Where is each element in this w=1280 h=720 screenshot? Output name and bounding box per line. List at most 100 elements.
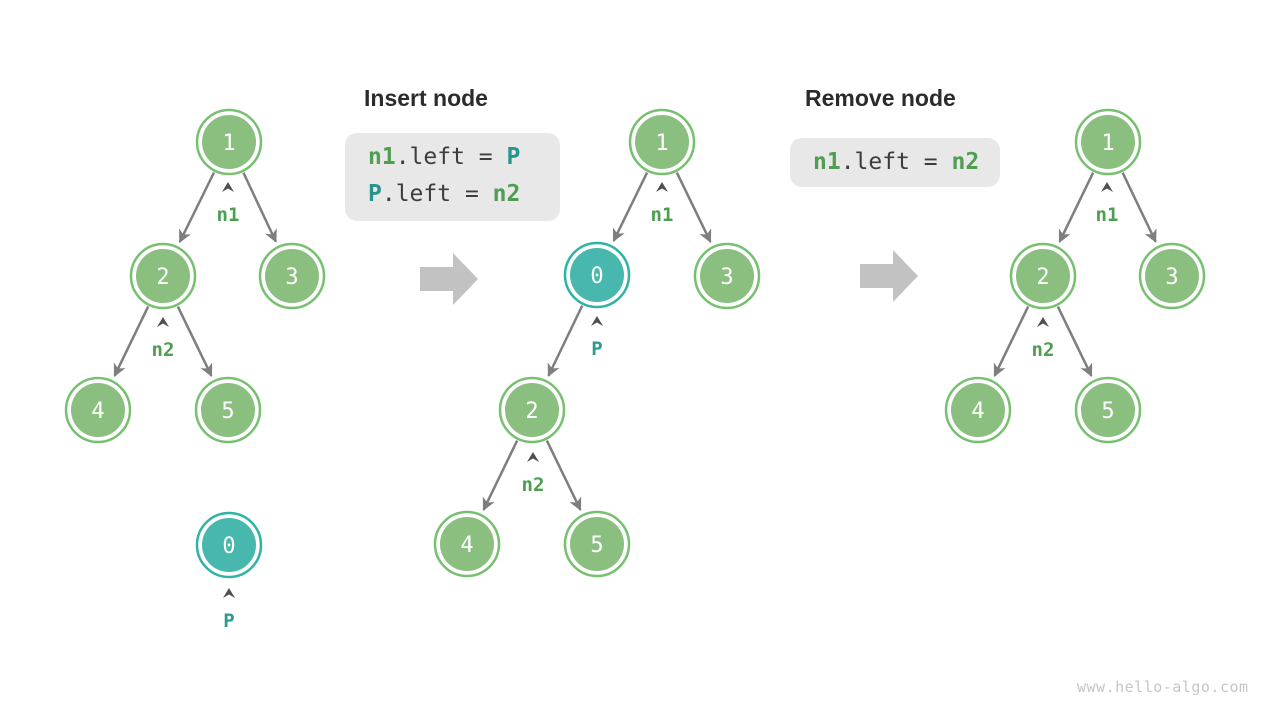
pointer: n2 xyxy=(1032,317,1055,361)
tree-node-value: 3 xyxy=(1165,265,1178,290)
node-fill xyxy=(635,115,689,169)
node-fill xyxy=(1145,249,1199,303)
tree-node-value: 3 xyxy=(720,265,733,290)
pointer-label: P xyxy=(223,610,234,632)
tree-node: 2 xyxy=(1009,242,1077,310)
code-line: n1.left = P xyxy=(368,139,560,176)
node-fill xyxy=(1016,249,1070,303)
pointer-label: n2 xyxy=(1032,339,1055,361)
tree-edge xyxy=(178,171,216,244)
tree-node: 1 xyxy=(195,108,263,176)
node-fill xyxy=(201,383,255,437)
tree-node: 5 xyxy=(563,510,631,578)
code-segment: .left = xyxy=(395,144,507,170)
code-segment: .left = xyxy=(381,181,493,207)
watermark: www.hello-algo.com xyxy=(1077,678,1249,696)
node-fill xyxy=(71,383,125,437)
tree-node-value: 0 xyxy=(590,264,603,289)
pointer-label: n1 xyxy=(651,204,674,226)
tree-edge xyxy=(675,172,712,243)
node-fill xyxy=(1081,115,1135,169)
code-segment: .left = xyxy=(840,149,952,175)
tree-edge xyxy=(545,440,582,511)
node-fill xyxy=(700,249,754,303)
tree-node: 1 xyxy=(628,108,696,176)
node-fill xyxy=(1081,383,1135,437)
tree-node-value: 0 xyxy=(222,534,235,559)
tree-node-value: 5 xyxy=(221,399,234,424)
tree-edge xyxy=(612,171,649,243)
pointer: n2 xyxy=(522,452,545,496)
tree-node: 4 xyxy=(944,376,1012,444)
insert-node-title: Insert node xyxy=(364,85,488,111)
tree-edge xyxy=(176,306,213,377)
node-fill xyxy=(202,518,256,572)
code-line: P.left = n2 xyxy=(368,176,560,213)
tree-node-value: 2 xyxy=(525,399,538,424)
pointer-caret-icon xyxy=(656,182,668,192)
tree-edge xyxy=(1056,306,1093,377)
pointer: P xyxy=(591,316,603,360)
tree-node-value: 4 xyxy=(971,399,984,424)
code-line: n1.left = n2 xyxy=(813,144,1000,181)
tree-node-value: 5 xyxy=(590,533,603,558)
tree-node: 3 xyxy=(258,242,326,310)
remove-code-block: n1.left = n2 xyxy=(790,138,1000,187)
tree-node-value: 4 xyxy=(460,533,473,558)
pointer: n1 xyxy=(217,182,240,226)
tree-node-value: 1 xyxy=(1101,131,1114,156)
tree-node: 2 xyxy=(498,376,566,444)
node-fill xyxy=(265,249,319,303)
tree-node: 4 xyxy=(433,510,501,578)
node-fill xyxy=(570,248,624,302)
pointer-caret-icon xyxy=(157,317,169,327)
nodes-layer: 1 2 3 4 5 0 1 0 3 2 4 5 1 2 3 4 5 xyxy=(64,108,1206,579)
tree-node: 0 xyxy=(195,511,263,579)
node-fill xyxy=(136,249,190,303)
pointer-caret-icon xyxy=(222,182,234,192)
pointer-label: P xyxy=(591,338,602,360)
tree-node-value: 4 xyxy=(91,399,104,424)
tree-node-value: 5 xyxy=(1101,399,1114,424)
remove-node-title: Remove node xyxy=(805,85,956,111)
tree-node: 1 xyxy=(1074,108,1142,176)
tree-node-value: 3 xyxy=(285,265,298,290)
pointer-caret-icon xyxy=(1037,317,1049,327)
code-segment: n1 xyxy=(368,144,396,170)
tree-node: 5 xyxy=(1074,376,1142,444)
pointer-label: n1 xyxy=(217,204,240,226)
pointer: n2 xyxy=(152,317,174,361)
pointer-caret-icon xyxy=(527,452,539,462)
pointer-label: n2 xyxy=(522,474,545,496)
pointer-caret-icon xyxy=(223,588,235,598)
node-fill xyxy=(951,383,1005,437)
tree-node-value: 1 xyxy=(655,131,668,156)
node-fill xyxy=(505,383,559,437)
pointer-caret-icon xyxy=(1101,182,1113,192)
code-segment: P xyxy=(368,181,382,207)
tree-node: 5 xyxy=(194,376,262,444)
tree-node-value: 2 xyxy=(1036,265,1049,290)
tree-edge xyxy=(1121,172,1157,243)
node-fill xyxy=(570,517,624,571)
code-segment: P xyxy=(506,144,521,170)
tree-node: 4 xyxy=(64,376,132,444)
code-segment: n1 xyxy=(813,149,841,175)
transform-arrow-icon xyxy=(860,250,918,302)
tree-node-value: 2 xyxy=(156,265,169,290)
pointer: n1 xyxy=(1096,182,1118,226)
code-segment: n2 xyxy=(492,181,521,207)
pointer: P xyxy=(223,588,235,632)
tree-edge xyxy=(113,306,150,377)
tree-node: 3 xyxy=(1138,242,1206,310)
code-segment: n2 xyxy=(951,149,980,175)
transform-arrow-icon xyxy=(420,253,478,305)
tree-edge xyxy=(482,440,519,511)
tree-edge xyxy=(242,172,277,243)
tree-node: 2 xyxy=(129,242,197,310)
edges-layer xyxy=(113,171,1157,511)
